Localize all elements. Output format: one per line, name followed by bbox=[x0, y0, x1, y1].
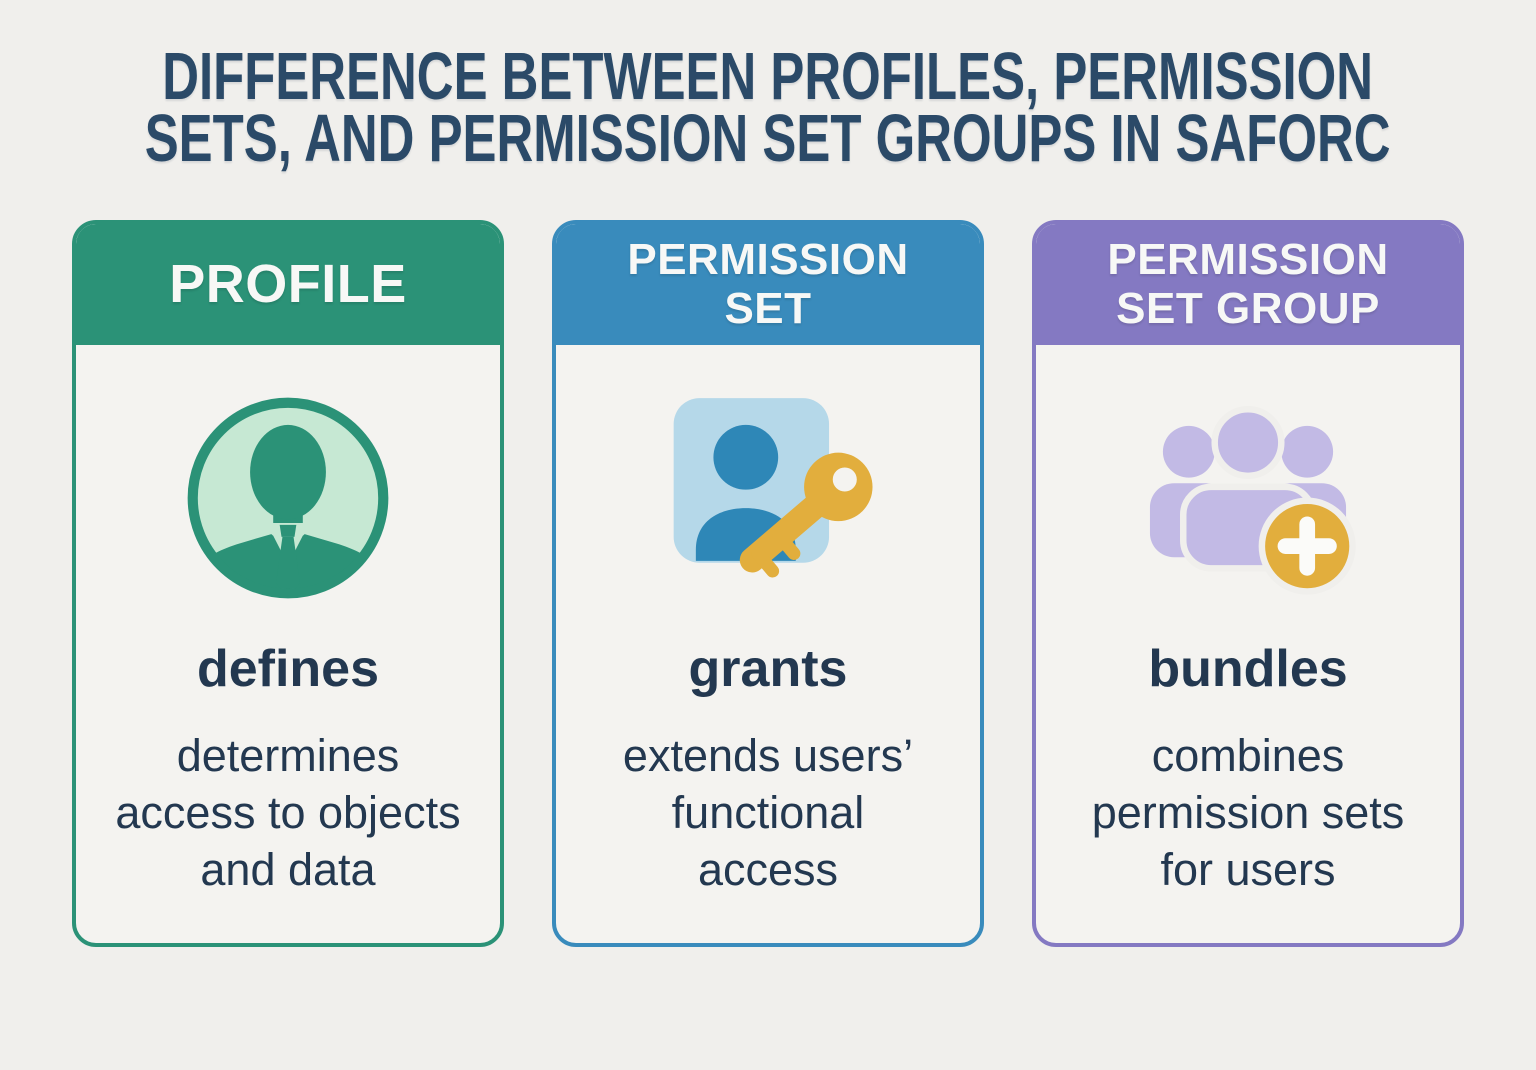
permission-set-group-card-header: PERMISSION SET GROUP bbox=[1036, 224, 1460, 345]
permission-set-card: PERMISSION SET grants extends users’ fun… bbox=[552, 220, 984, 947]
permission-set-group-icon-area bbox=[1137, 387, 1359, 609]
permission-set-group-card-title: PERMISSION SET GROUP bbox=[1107, 235, 1389, 333]
businessman-avatar-icon bbox=[187, 397, 389, 599]
profile-description: determines access to objects and data bbox=[115, 730, 461, 896]
permission-set-card-title: PERMISSION SET bbox=[627, 235, 909, 333]
title-line-1: DIFFERENCE BETWEEN PROFILES, PERMISSION bbox=[162, 39, 1374, 114]
permission-set-group-keyword: bundles bbox=[1148, 640, 1348, 698]
permission-set-keyword: grants bbox=[688, 640, 848, 698]
comparison-cards: PROFILE defines determines access to obj… bbox=[0, 220, 1536, 947]
infographic-title: DIFFERENCE BETWEEN PROFILES, PERMISSION … bbox=[0, 39, 1536, 176]
profile-card-title: PROFILE bbox=[169, 253, 407, 314]
profile-keyword: defines bbox=[196, 640, 380, 698]
title-line-2: SETS, AND PERMISSION SET GROUPS IN SAFOR… bbox=[145, 101, 1391, 176]
profile-card-header: PROFILE bbox=[76, 224, 500, 345]
permission-set-icon-area bbox=[657, 387, 879, 609]
permission-set-card-header: PERMISSION SET bbox=[556, 224, 980, 345]
profile-icon-area bbox=[177, 387, 399, 609]
permission-set-description: extends users’ functional access bbox=[622, 730, 914, 896]
permission-set-group-description: combines permission sets for users bbox=[1091, 730, 1405, 896]
user-key-icon bbox=[673, 398, 873, 578]
user-group-plus-icon bbox=[1149, 405, 1356, 595]
profile-card: PROFILE defines determines access to obj… bbox=[72, 220, 504, 947]
permission-set-group-card: PERMISSION SET GROUP bundles combines pe… bbox=[1032, 220, 1464, 947]
